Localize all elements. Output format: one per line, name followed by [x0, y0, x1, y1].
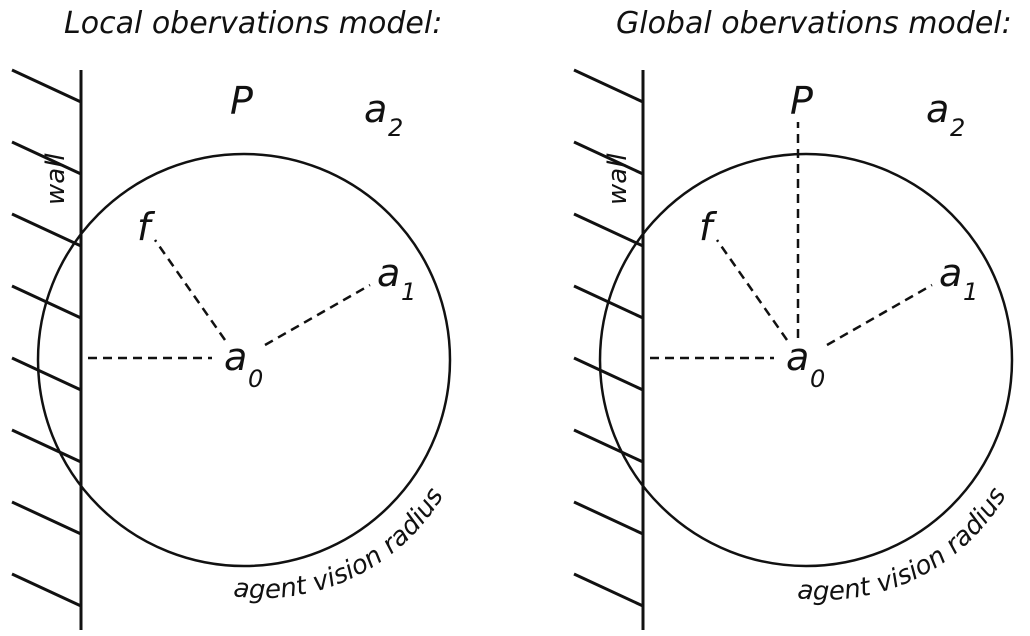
label-a0: a — [786, 335, 809, 379]
vision-radius-circle — [598, 152, 1014, 568]
observation-links — [88, 239, 371, 360]
panel-local: wall P a 2 f a 1 a 0 agent vision radius — [11, 68, 452, 630]
label-f: f — [137, 205, 156, 249]
panel-title-local: Local obervations model: — [64, 6, 443, 41]
label-a2-sub: 2 — [388, 114, 403, 142]
label-a2-sub: 2 — [950, 114, 965, 142]
link-a0-a1 — [264, 283, 371, 347]
vision-radius-label: agent vision radius — [796, 482, 1012, 607]
label-a0-sub: 0 — [248, 365, 263, 393]
wall — [11, 68, 83, 630]
label-a1: a — [377, 251, 400, 295]
label-a1: a — [939, 251, 962, 295]
link-a0-f — [153, 239, 227, 341]
label-a0: a — [224, 335, 247, 379]
label-a0-sub: 0 — [810, 365, 825, 393]
label-f: f — [699, 205, 718, 249]
wall-label: wall — [603, 153, 633, 205]
link-a0-f — [715, 239, 789, 341]
vision-radius-circle — [36, 152, 452, 568]
label-a2: a — [926, 87, 949, 131]
label-a1-sub: 1 — [963, 278, 978, 306]
label-a2: a — [364, 87, 387, 131]
link-a0-a1 — [826, 283, 933, 347]
label-P: P — [790, 79, 813, 123]
label-a1-sub: 1 — [401, 278, 416, 306]
vision-radius-label: agent vision radius — [232, 483, 450, 606]
observation-links — [650, 122, 933, 360]
panel-global: wall P a 2 f a 1 a 0 agent vision radius — [573, 68, 1014, 630]
label-P: P — [230, 79, 253, 123]
panel-title-global: Global obervations model: — [616, 6, 1012, 41]
wall-label: wall — [41, 153, 71, 205]
